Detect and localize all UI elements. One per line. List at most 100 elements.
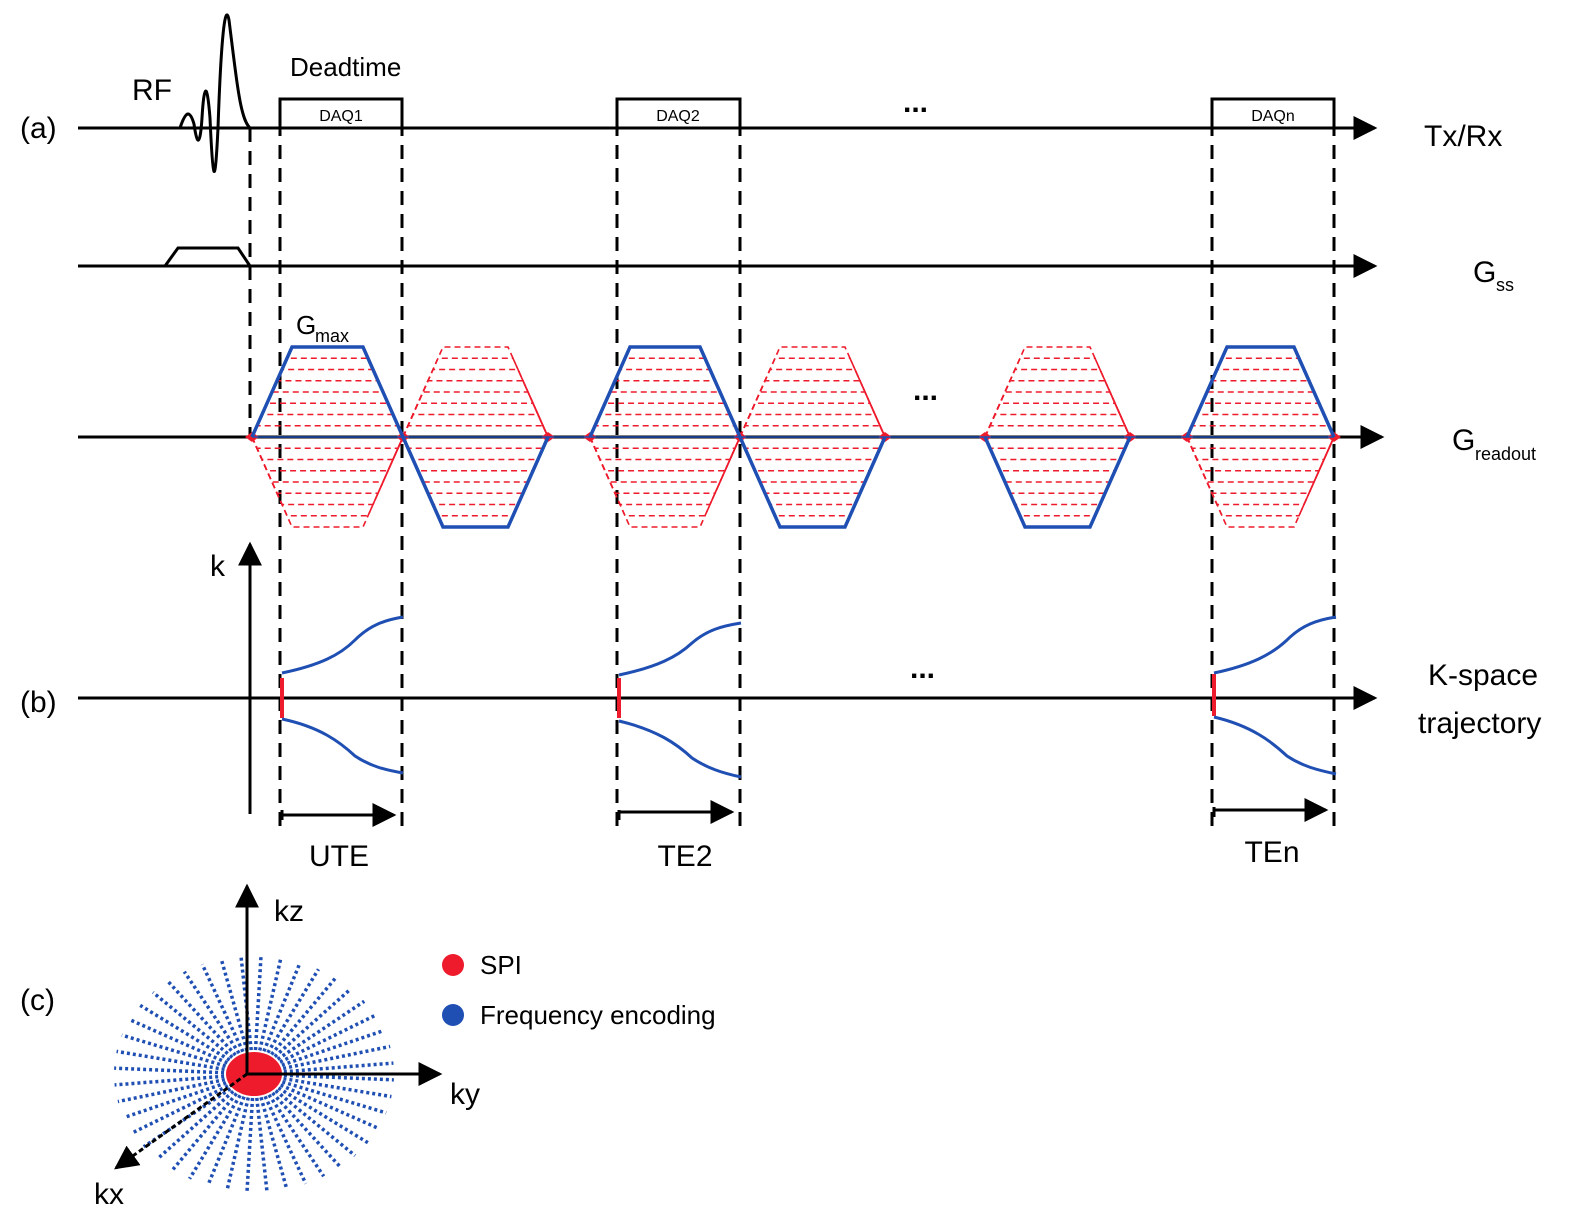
gradient-lobe: [250, 345, 405, 438]
kx-label: kx: [94, 1178, 124, 1211]
gradient-variant: [1186, 391, 1335, 438]
gradient-variant: [589, 436, 741, 472]
gradient-lobe: [588, 345, 742, 438]
gradient-variant: [739, 436, 886, 483]
svg-text:G: G: [296, 310, 316, 340]
legend-item-frequency-encoding: Frequency encoding: [442, 1000, 716, 1030]
svg-text:G: G: [1452, 424, 1475, 457]
frequency-encoding-spoke: [283, 1061, 394, 1074]
frequency-encoding-spoke: [273, 987, 353, 1058]
gradient-variant: [589, 436, 741, 495]
gradient-variant: [402, 391, 549, 438]
legend-item-spi: SPI: [442, 950, 522, 980]
ellipsis-b: ...: [910, 652, 935, 685]
kspace-label-line1: K-space: [1428, 659, 1538, 692]
ellipsis-a: ...: [903, 86, 928, 119]
deadtime-label: Deadtime: [290, 52, 401, 82]
gradient-variant: [1186, 436, 1335, 528]
legend-swatch: [442, 954, 464, 976]
gradient-variant: [251, 436, 404, 472]
timing-guides: [248, 99, 1336, 835]
panel-label-b: (b): [20, 686, 57, 719]
gradient-variant: [589, 436, 741, 450]
frequency-encoding-spoke: [277, 1086, 369, 1145]
gradient-variant: [402, 424, 549, 438]
gradient-variant: [1186, 424, 1335, 438]
frequency-encoding-spoke: [166, 979, 237, 1057]
frequency-encoding-spoke: [200, 963, 245, 1053]
gradient-variant: [402, 346, 549, 438]
frequency-encoding-spokes: [114, 956, 394, 1192]
kz-label: kz: [274, 895, 304, 928]
gradient-variant: [984, 391, 1131, 438]
frequency-encoding-spoke: [276, 999, 366, 1061]
frequency-encoding-spoke: [155, 1090, 235, 1161]
frequency-encoding-spoke: [271, 1091, 342, 1169]
gss-trapezoid: [163, 246, 252, 267]
gradient-variant: [739, 346, 886, 438]
frequency-encoding-spoke: [171, 1092, 238, 1172]
frequency-encoding-spoke: [266, 968, 320, 1054]
echo-arrows: [280, 798, 1329, 827]
frequency-encoding-spoke: [219, 958, 249, 1052]
gradient-lobe: [401, 436, 550, 529]
frequency-encoding-spoke: [245, 1097, 255, 1192]
gradient-variant: [984, 424, 1131, 438]
gradient-variant: [739, 424, 886, 438]
gradient-variant: [984, 346, 1131, 438]
frequency-encoding-spoke: [258, 957, 283, 1051]
frequency-encoding-spoke: [114, 1074, 225, 1087]
gradient-variant: [251, 402, 404, 438]
kx-axis: [114, 1072, 248, 1170]
gradient-variant: [589, 402, 741, 438]
gradient-lobe: [983, 436, 1132, 529]
kspace-trajectory-1: [280, 615, 404, 775]
frequency-encoding-spoke: [255, 1097, 269, 1192]
legend-swatch: [442, 1004, 464, 1026]
daq-window-n: DAQn: [1210, 97, 1336, 128]
greadout-label: G readout: [1452, 424, 1536, 464]
gradient-variant: [739, 436, 886, 450]
frequency-encoding-spoke: [206, 1095, 246, 1187]
gradient-variant: [402, 436, 549, 483]
legend-label: Frequency encoding: [480, 1000, 716, 1030]
rf-pulse: [178, 13, 252, 173]
frequency-encoding-spoke: [274, 1089, 357, 1157]
frequency-encoding-spoke: [117, 1077, 226, 1104]
echo-label-te2: TE2: [657, 840, 712, 873]
gradient-variant: [739, 436, 886, 472]
frequency-encoding-spoke: [259, 1096, 289, 1190]
frequency-encoding-spoke: [262, 961, 302, 1053]
gradient-variant: [402, 436, 549, 450]
frequency-encoding-spoke: [270, 976, 337, 1056]
daq-label: DAQ1: [319, 108, 363, 125]
gradient-variant: [1186, 436, 1335, 450]
gradient-variant: [589, 424, 741, 438]
gradient-variant: [984, 436, 1131, 450]
ky-label: ky: [450, 1078, 480, 1111]
gradient-variant: [251, 436, 404, 495]
frequency-encoding-spoke: [188, 1094, 242, 1180]
svg-text:ss: ss: [1496, 275, 1514, 295]
legend-label: SPI: [480, 950, 522, 980]
ellipsis-greadout: ...: [913, 374, 938, 407]
gradient-variant: [1186, 402, 1335, 438]
gradient-lobe: [1185, 345, 1336, 438]
frequency-encoding-spoke: [281, 1080, 387, 1115]
gss-label: G ss: [1473, 256, 1514, 295]
frequency-encoding-spoke: [182, 970, 241, 1055]
frequency-encoding-spoke: [225, 1097, 250, 1191]
gradient-variant: [1186, 436, 1335, 483]
frequency-encoding-spoke: [253, 956, 263, 1051]
gradient-variant: [251, 436, 404, 450]
frequency-encoding-spoke: [282, 1044, 391, 1071]
gradient-variant: [739, 402, 886, 438]
kspace-trajectory-2: [617, 621, 742, 779]
gradient-variant: [739, 391, 886, 438]
gradient-variant: [402, 436, 549, 472]
echo-label-ute: UTE: [309, 840, 369, 873]
gradient-variant: [251, 424, 404, 438]
rf-label: RF: [132, 74, 172, 107]
gradient-lobe: [738, 436, 887, 529]
